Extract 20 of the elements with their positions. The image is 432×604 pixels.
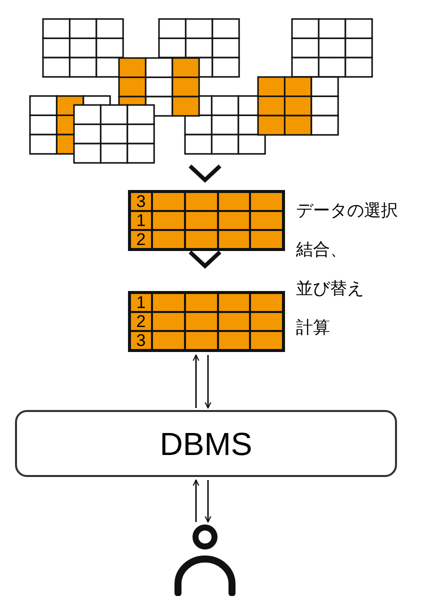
process-box [15,410,397,477]
data-table [128,291,285,352]
chevron-arrow [188,164,222,183]
process-label: 並び替え [296,278,365,300]
row-number: 3 [130,192,152,211]
chevron-arrow [188,250,222,269]
process-label: 結合、 [296,239,348,261]
arrow [204,480,212,523]
row-number: 3 [130,331,152,350]
arrow [192,479,200,522]
process-label: データの選択 [296,200,398,222]
arrow [204,355,212,409]
row-number: 2 [130,230,152,249]
row-number: 1 [130,211,152,230]
process-label: 計算 [296,317,331,339]
arrow [192,354,200,408]
box-label: DBMS [160,428,252,460]
row-number: 2 [130,312,152,331]
row-number: 1 [130,293,152,312]
data-table [128,190,285,251]
